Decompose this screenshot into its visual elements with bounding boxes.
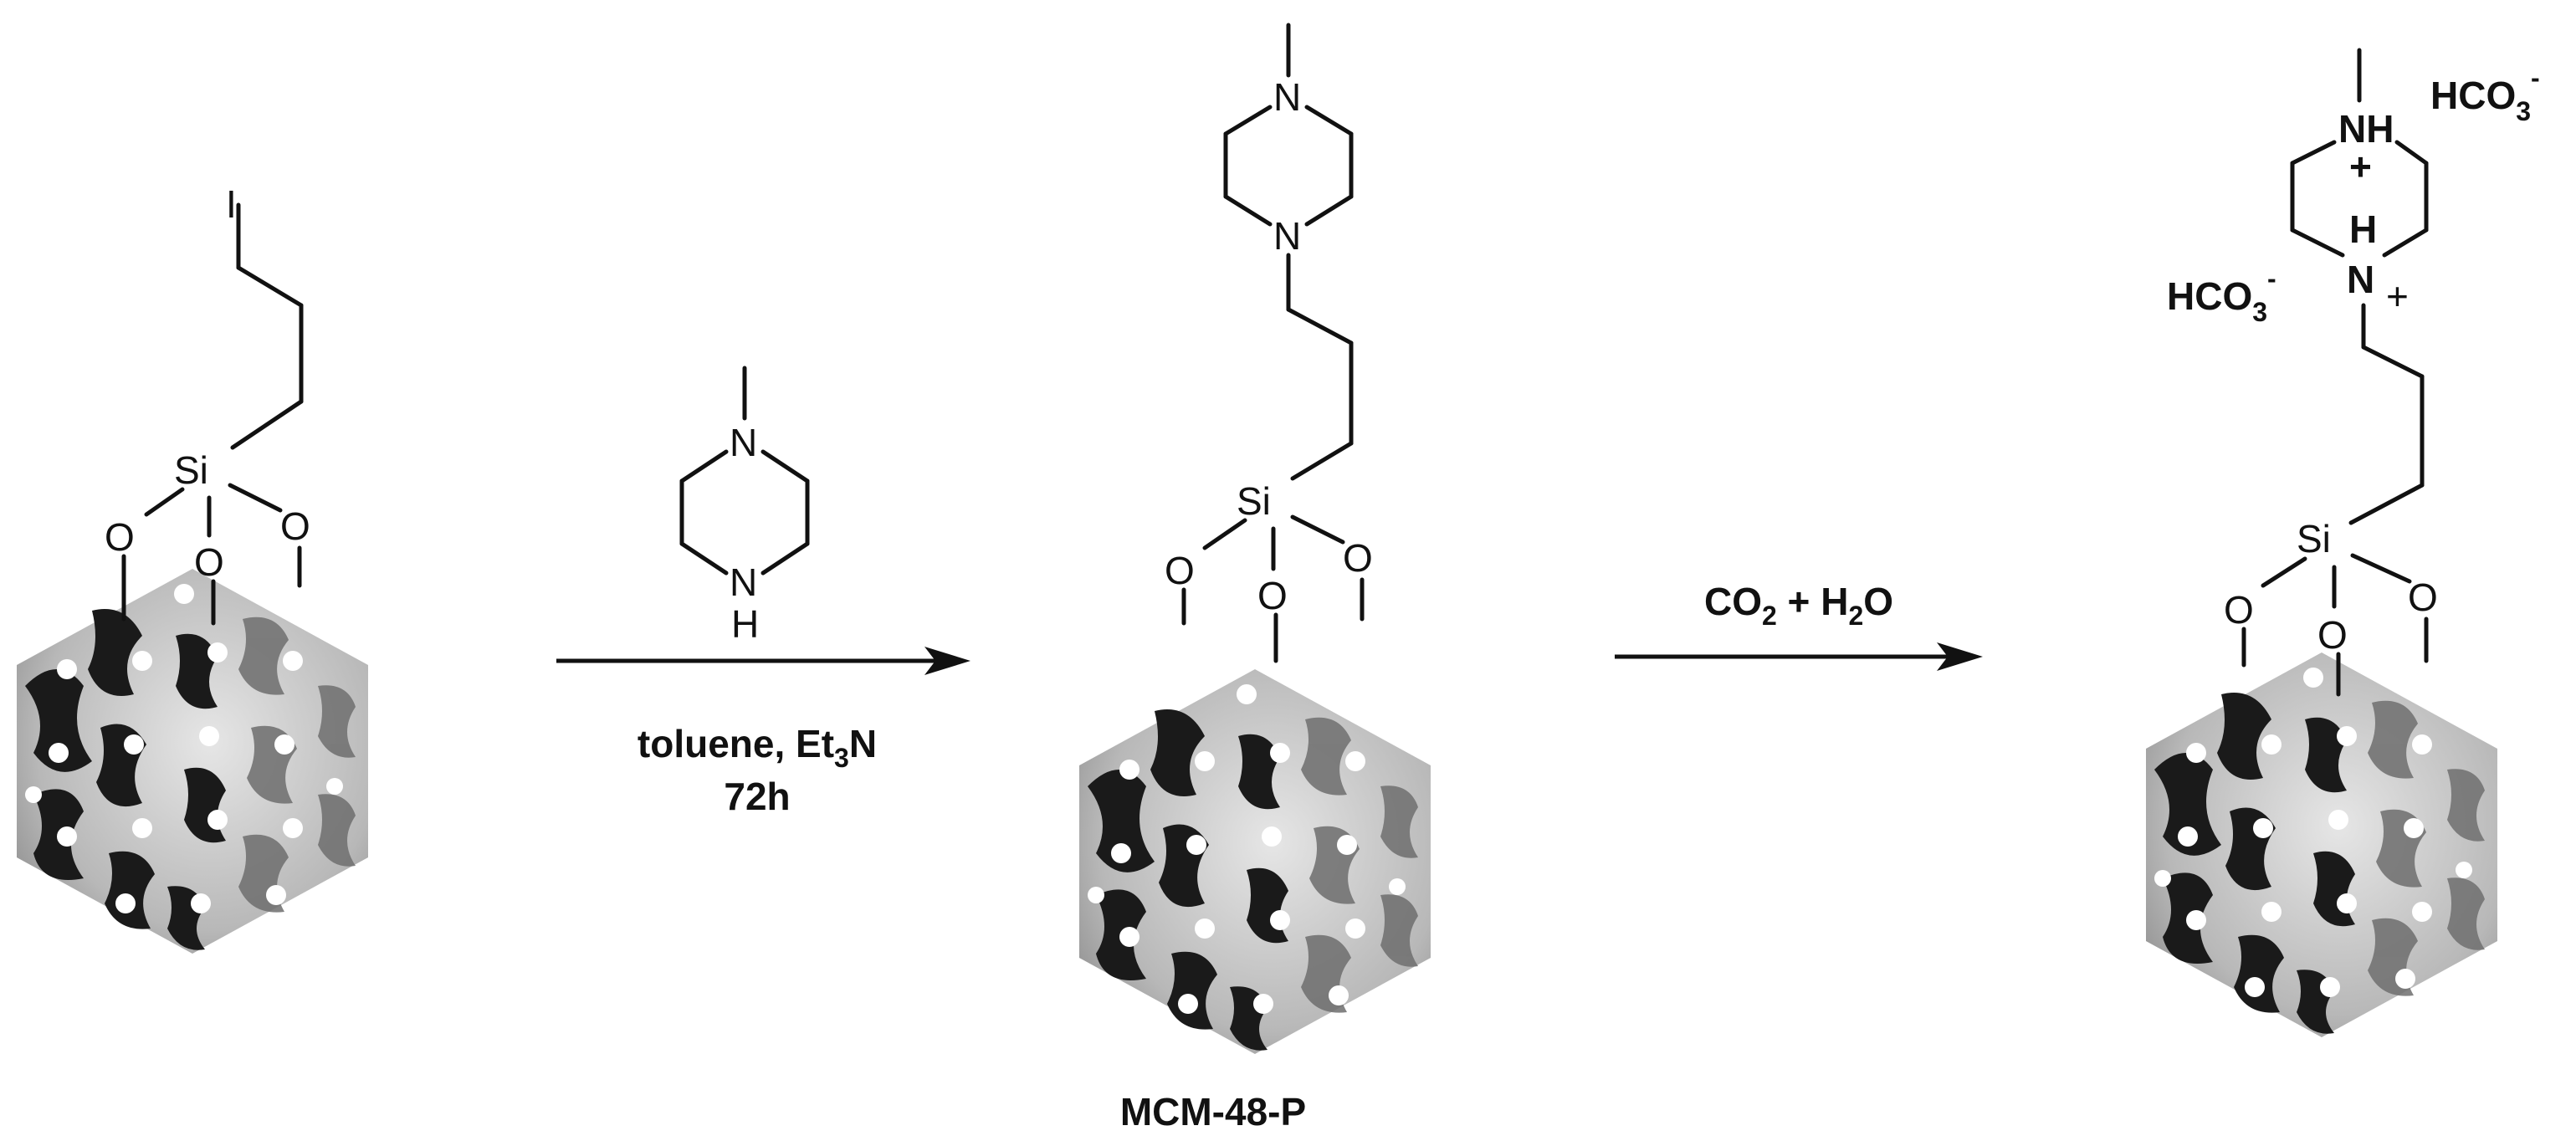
prod-ring-1 (2290, 140, 2337, 166)
mid-si-o-right (1290, 514, 1345, 545)
prod-plus-top: + (2349, 145, 2372, 188)
prod-si-o-left (2261, 556, 2307, 588)
prod-h-middle: H (2349, 207, 2377, 251)
prod-ring-4 (2394, 140, 2429, 166)
final-product: NH + H N + Si O O O (2146, 48, 2497, 1037)
prod-ring-3 (2290, 228, 2345, 258)
mid-chain-2 (1286, 307, 1354, 345)
prod-chain-2 (2361, 345, 2425, 379)
reagent-n-top: N (730, 421, 757, 464)
bicarbonate-left: HCO3- (2167, 264, 2276, 327)
si-atom: Si (174, 448, 208, 492)
mid-ring-1 (1223, 105, 1273, 136)
mid-ring-6 (1304, 194, 1354, 227)
prod-nh-top: NH (2338, 107, 2394, 151)
silica-particle-1 (17, 569, 368, 954)
oxygen-mid: O (194, 540, 224, 584)
arrow-2-head (1937, 642, 1983, 671)
prod-oxygen-mid: O (2317, 613, 2348, 657)
reagent-n-bottom: N (730, 560, 757, 604)
oxygen-left: O (105, 515, 135, 559)
arrow-1-head (924, 647, 970, 675)
silica-particle-2 (1079, 669, 1431, 1054)
prod-oxygen-right: O (2408, 576, 2438, 619)
si-o-bond-left (144, 487, 185, 517)
oxygen-right: O (280, 504, 310, 548)
prod-ring-6 (2382, 228, 2429, 258)
prod-plus-middle: + (2386, 274, 2409, 318)
mid-n-bottom: N (1273, 214, 1301, 258)
mid-si-atom: Si (1237, 479, 1271, 523)
bicarbonate-top: HCO3- (2430, 63, 2540, 126)
mid-ring-3 (1223, 194, 1273, 227)
mid-oxygen-left: O (1165, 549, 1195, 592)
mid-chain-4 (1290, 441, 1354, 481)
mid-ring-4 (1304, 105, 1354, 136)
ch2-bond-4 (230, 399, 304, 450)
prod-chain-4 (2348, 483, 2425, 525)
reagent-h-bottom: H (731, 602, 759, 646)
reagent-methylpiperazine: N N H (679, 366, 810, 646)
iodine-atom: I (226, 182, 237, 226)
ring-bond-6 (761, 541, 810, 576)
silica-particle-3 (2146, 652, 2497, 1037)
ring-bond-1 (679, 449, 729, 484)
step1-conditions-line2: 72h (724, 775, 790, 818)
ch2-bond-2 (236, 265, 304, 308)
middle-product: N N Si O O O (1079, 23, 1431, 1054)
prod-n-middle: N (2347, 258, 2374, 301)
prod-si-o-right (2350, 553, 2412, 584)
ring-bond-3 (679, 541, 729, 576)
mid-n-top: N (1273, 75, 1301, 119)
mid-si-o-left (1202, 518, 1247, 550)
mid-oxygen-right: O (1343, 536, 1373, 580)
reaction-arrow-2 (1615, 642, 1983, 671)
step2-conditions: CO2 + H2O (1704, 580, 1893, 631)
start-material: I Si O O O (17, 182, 368, 954)
si-o-bond-right (228, 483, 283, 513)
prod-si-atom: Si (2297, 517, 2331, 560)
mid-oxygen-mid: O (1257, 574, 1288, 617)
reaction-arrow-1 (556, 647, 970, 675)
prod-oxygen-left: O (2224, 588, 2254, 632)
step1-conditions-line1: toluene, Et3N (638, 722, 877, 773)
ring-bond-4 (761, 449, 810, 484)
mcm-48-p-caption: MCM-48-P (1120, 1090, 1306, 1133)
